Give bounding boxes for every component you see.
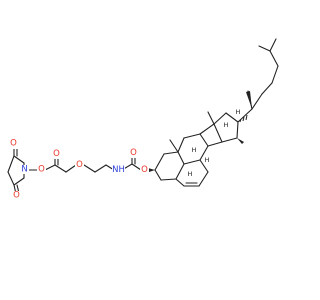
stereo-hydrogen-labels: H H H H H xyxy=(188,108,241,178)
ether-oxygen: O xyxy=(76,160,83,170)
succinimide-carbonyl-oxygen-bottom: O xyxy=(13,191,20,201)
structure-canvas: O O N O O O NH O O H H H H H xyxy=(7,38,279,201)
succinimide-carbonyl-oxygen-top: O xyxy=(10,139,17,149)
h-label-c9: H xyxy=(205,156,210,164)
h-label-c17: H xyxy=(224,121,229,129)
ester-carbonyl-oxygen: O xyxy=(53,149,60,159)
h-label-c8: H xyxy=(192,146,197,154)
succinimide-nitrogen: N xyxy=(21,165,27,175)
chemical-structure: O O N O O O NH O O H H H H H xyxy=(7,38,279,201)
nhs-ester-oxygen: O xyxy=(38,165,45,175)
atom-labels: O O N O O O NH O O xyxy=(9,139,149,201)
carbamate-carbonyl-oxygen: O xyxy=(130,148,137,158)
carbamate-oxygen: O xyxy=(141,165,148,175)
h-label-c14: H xyxy=(188,170,193,178)
carbamate-nitrogen: NH xyxy=(112,165,125,175)
stereo-bonds xyxy=(148,91,252,172)
h-label-c20: H xyxy=(236,108,241,116)
